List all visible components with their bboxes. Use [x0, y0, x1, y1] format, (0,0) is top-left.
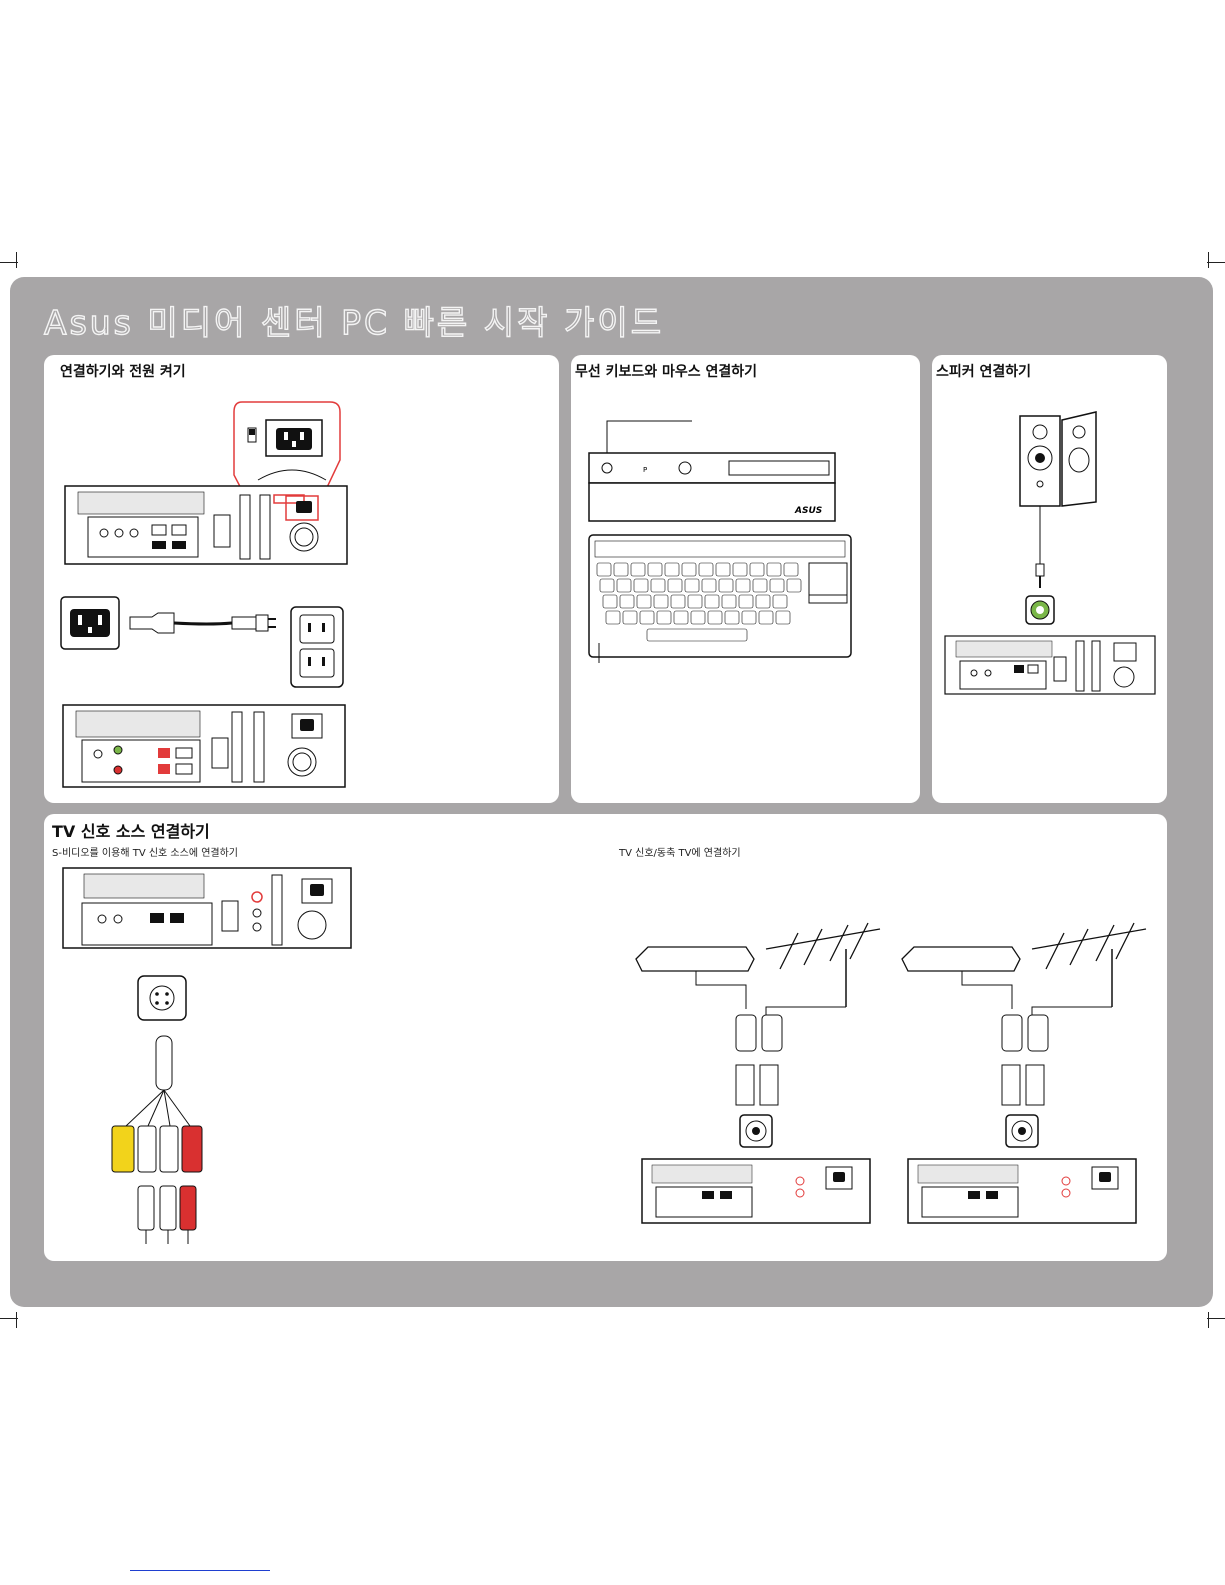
panel-connect-power: 연결하기와 전원 켜기	[44, 355, 559, 803]
pc-rear-panel-illustration	[64, 485, 348, 565]
panel-tv: TV 신호 소스 연결하기 S-비디오를 이용해 TV 신호 소스에 연결하기 …	[44, 814, 1167, 1261]
coax-antenna-setup-illustration	[902, 929, 1152, 1229]
panel-title: 연결하기와 전원 켜기	[60, 361, 186, 381]
crop-mark	[1208, 1312, 1209, 1328]
coax-antenna-setup-illustration	[636, 929, 886, 1229]
panel-title: TV 신호 소스 연결하기	[52, 818, 210, 842]
panel-speaker: 스피커 연결하기	[932, 355, 1167, 803]
crop-mark	[16, 252, 17, 268]
pc-rear-panel-illustration	[62, 704, 346, 788]
svg-text:P: P	[643, 466, 647, 474]
crop-mark	[1207, 1318, 1225, 1319]
power-cord-illustration	[60, 595, 350, 691]
pc-rear-panel-illustration	[62, 867, 352, 949]
wireless-keyboard-illustration	[587, 533, 853, 663]
panel-wireless: 무선 키보드와 마우스 연결하기 P ASUS	[571, 355, 920, 803]
coax-subtitle: TV 신호/동축 TV에 연결하기	[619, 844, 741, 859]
panel-title: 스피커 연결하기	[936, 361, 1031, 381]
pc-front-illustration: P ASUS	[587, 417, 837, 521]
pc-rear-panel-illustration	[944, 635, 1156, 695]
svideo-subtitle: S-비디오를 이용해 TV 신호 소스에 연결하기	[52, 844, 238, 859]
asus-logo: ASUS	[794, 506, 822, 516]
crop-mark	[1207, 262, 1225, 263]
crop-mark	[16, 1312, 17, 1328]
speakers-illustration	[1000, 410, 1105, 645]
panel-title: 무선 키보드와 마우스 연결하기	[575, 361, 757, 381]
crop-mark	[1208, 252, 1209, 268]
guide-title: Asus 미디어 센터 PC 빠른 시작 가이드	[44, 296, 664, 344]
svideo-cable-illustration	[108, 972, 218, 1244]
footer-link-underline[interactable]	[130, 1570, 270, 1571]
